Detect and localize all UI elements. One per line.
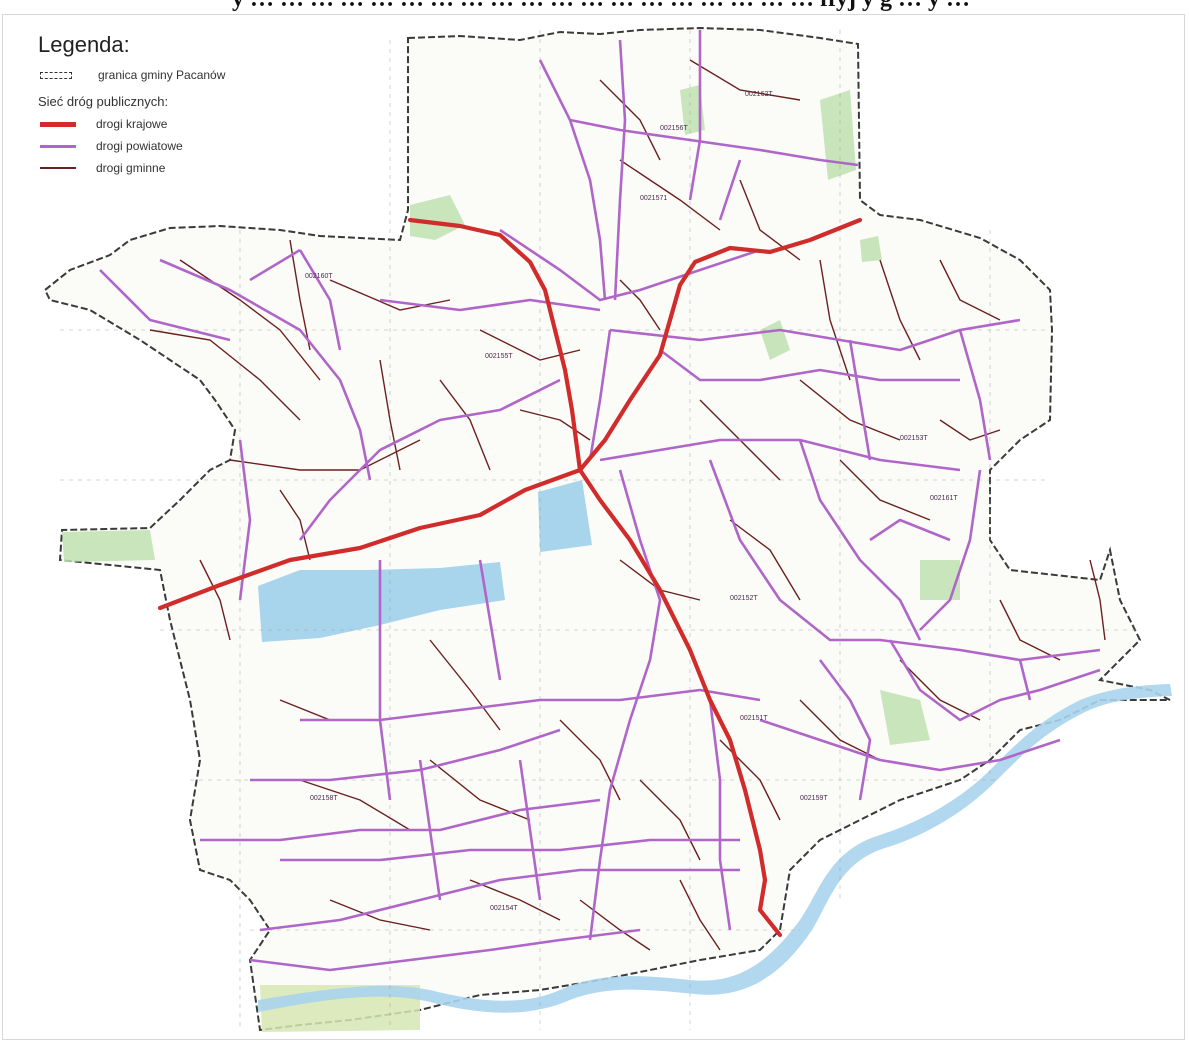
- dashed-border-icon: [40, 71, 72, 79]
- legend-row-gminne: drogi gminne: [38, 157, 225, 179]
- national-roads: [157, 217, 863, 938]
- legend-label-powiatowe: drogi powiatowe: [96, 139, 183, 153]
- legend-border-label: granica gminy Pacanów: [98, 68, 226, 82]
- page-title-text: y … … … … … … … … … … … … … … … … … … … …: [232, 0, 970, 12]
- water-bodies: [258, 480, 1172, 1013]
- road-code-label: 002159T: [800, 795, 828, 802]
- road-code-label: 002162T: [745, 91, 773, 98]
- page-title-fragment: y … … … … … … … … … … … … … … … … … … … …: [232, 0, 1012, 18]
- road-code-label: 002154T: [490, 905, 518, 912]
- legend-border-row: granica gminy Pacanów: [38, 64, 225, 86]
- legend-network-title: Sieć dróg publicznych:: [38, 94, 169, 109]
- municipal-road-line-icon: [38, 162, 80, 174]
- county-roads: [99, 30, 1101, 972]
- national-road-se: [577, 467, 783, 938]
- legend-label-krajowe: drogi krajowe: [96, 117, 168, 131]
- legend-row-krajowe: drogi krajowe: [38, 113, 225, 135]
- national-road-w: [157, 467, 583, 611]
- road-code-labels: 002162T 002156T 0021571 002160T 002155T …: [305, 91, 958, 912]
- road-code-label: 002160T: [305, 273, 333, 280]
- road-code-label: 002156T: [660, 125, 688, 132]
- national-road-nw: [407, 217, 583, 473]
- map-legend: Legenda: granica gminy Pacanów Sieć dróg…: [38, 32, 225, 179]
- fish-pond-west: [258, 562, 505, 642]
- national-road-line-icon: [38, 118, 80, 130]
- county-road-line-icon: [38, 140, 80, 152]
- road-code-label: 002152T: [730, 595, 758, 602]
- road-code-label: 002155T: [485, 353, 513, 360]
- legend-row-powiatowe: drogi powiatowe: [38, 135, 225, 157]
- road-code-label: 002153T: [900, 435, 928, 442]
- road-code-label: 002151T: [740, 715, 768, 722]
- national-road-ne: [577, 217, 863, 473]
- fish-pond-central: [538, 480, 592, 552]
- road-code-label: 002161T: [930, 495, 958, 502]
- road-code-label: 002158T: [310, 795, 338, 802]
- legend-label-gminne: drogi gminne: [96, 161, 166, 175]
- road-code-label: 0021571: [640, 195, 667, 202]
- map-border-box: [2, 14, 1185, 1040]
- legend-title: Legenda:: [38, 32, 130, 57]
